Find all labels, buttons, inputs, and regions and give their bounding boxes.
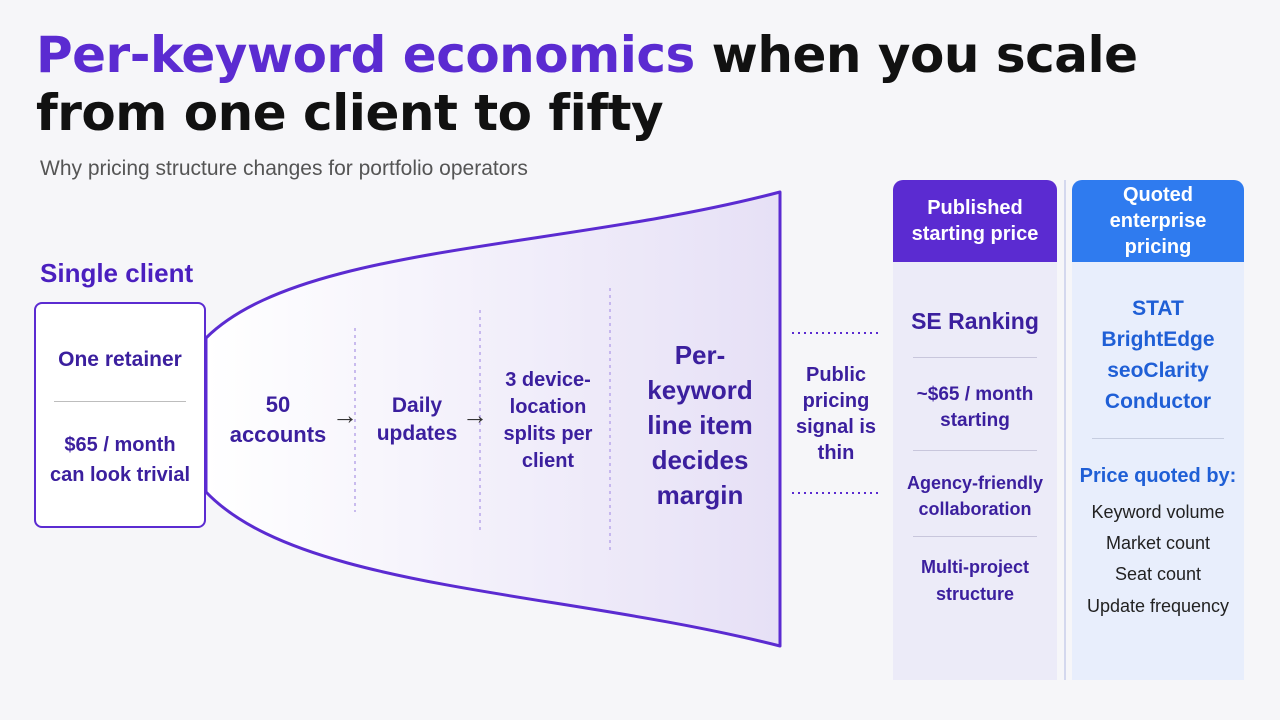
published-feature-collaboration: Agency-friendly collaboration	[893, 470, 1057, 522]
stage-daily-line2: updates	[376, 422, 458, 445]
published-vendor: SE Ranking	[911, 308, 1039, 334]
published-header-line2: starting price	[911, 223, 1039, 245]
outcome-line1: Per-keyword	[647, 339, 753, 405]
published-price: ~$65 / month starting	[893, 382, 1057, 434]
published-pricing-header: Published starting price	[893, 180, 1057, 262]
quoted-factor-market-count: Market count	[1105, 533, 1211, 553]
published-price-line2: starting	[940, 410, 1010, 431]
public-pricing-signal: Public pricing signal is thin	[790, 362, 882, 466]
quoted-vendor-stat: STAT	[1132, 297, 1184, 320]
quoted-header-line1: Quoted	[1123, 184, 1193, 206]
quoted-pricing-header: Quoted enterprise pricing	[1072, 180, 1244, 262]
stage-splits-line3: splits per	[503, 423, 593, 445]
page-subtitle: Why pricing structure changes for portfo…	[40, 157, 528, 180]
quoted-factor-update-frequency: Update frequency	[1086, 596, 1230, 616]
published-feature1-line1: Agency-friendly	[906, 473, 1044, 493]
public-signal-line1: Public	[805, 364, 866, 386]
published-feature1-line2: collaboration	[918, 499, 1032, 519]
stage-splits-line4: client	[521, 450, 575, 472]
quoted-factors-label: Price quoted by:	[1079, 465, 1237, 487]
published-feature2-line1: Multi-project	[921, 557, 1029, 577]
public-signal-line2: pricing	[802, 390, 870, 412]
published-divider	[913, 357, 1037, 358]
public-signal-line4: thin	[817, 442, 855, 464]
public-signal-line3: signal is	[795, 416, 877, 438]
outcome-line4: margin	[656, 479, 744, 510]
stage-accounts-line1: 50	[265, 392, 291, 417]
published-price-line1: ~$65 / month	[916, 384, 1034, 405]
stage-splits-line2: location	[509, 396, 587, 418]
quoted-divider	[1092, 438, 1224, 439]
quoted-vendor-conductor: Conductor	[1104, 390, 1212, 413]
outcome-line2: line item	[647, 409, 753, 440]
single-client-retainer: One retainer	[58, 348, 182, 371]
arrow-right-icon: →	[462, 400, 488, 430]
arrow-right-icon: →	[332, 400, 358, 430]
single-client-price-line2: can look trivial	[49, 464, 191, 486]
published-divider	[913, 450, 1037, 451]
published-divider	[913, 536, 1037, 537]
funnel-outcome: Per-keyword line item decides margin	[624, 340, 776, 510]
published-feature2-line2: structure	[935, 584, 1015, 604]
outcome-line3: decides	[651, 444, 749, 475]
funnel-shape	[204, 190, 782, 648]
single-client-price: $65 / month can look trivial	[36, 430, 204, 490]
published-header-line1: Published	[927, 197, 1023, 219]
quoted-vendor-brightedge: BrightEdge	[1101, 328, 1215, 351]
stage-daily-line1: Daily	[391, 394, 443, 417]
page-title: Per-keyword economics when you scale fro…	[36, 26, 1138, 142]
quoted-factor-keyword-volume: Keyword volume	[1091, 502, 1225, 522]
title-rest-line1: when you scale	[694, 26, 1138, 84]
title-accent: Per-keyword economics	[36, 26, 695, 84]
published-feature-multi-project: Multi-project structure	[893, 554, 1057, 608]
single-client-title: Single client	[40, 258, 194, 288]
single-client-card: One retainer $65 / month can look trivia…	[34, 302, 206, 528]
stage-daily-updates: Daily updates	[372, 390, 462, 450]
stage-accounts: 50 accounts	[229, 388, 327, 452]
quoted-pricing-column: Quoted enterprise pricing STAT BrightEdg…	[1072, 180, 1244, 680]
quoted-vendor-seoclarity: seoClarity	[1107, 359, 1209, 382]
column-separator	[1064, 180, 1066, 680]
single-client-divider	[54, 401, 186, 402]
quoted-factor-seat-count: Seat count	[1114, 564, 1202, 584]
stage-splits-line1: 3 device-	[505, 369, 591, 391]
quoted-header-line2: enterprise pricing	[1109, 210, 1207, 258]
title-line2: from one client to fifty	[36, 84, 664, 142]
published-pricing-column: Published starting price SE Ranking ~$65…	[893, 180, 1057, 680]
stage-device-location-splits: 3 device- location splits per client	[496, 366, 600, 476]
single-client-price-line1: $65 / month	[64, 434, 176, 456]
stage-accounts-line2: accounts	[229, 422, 327, 447]
